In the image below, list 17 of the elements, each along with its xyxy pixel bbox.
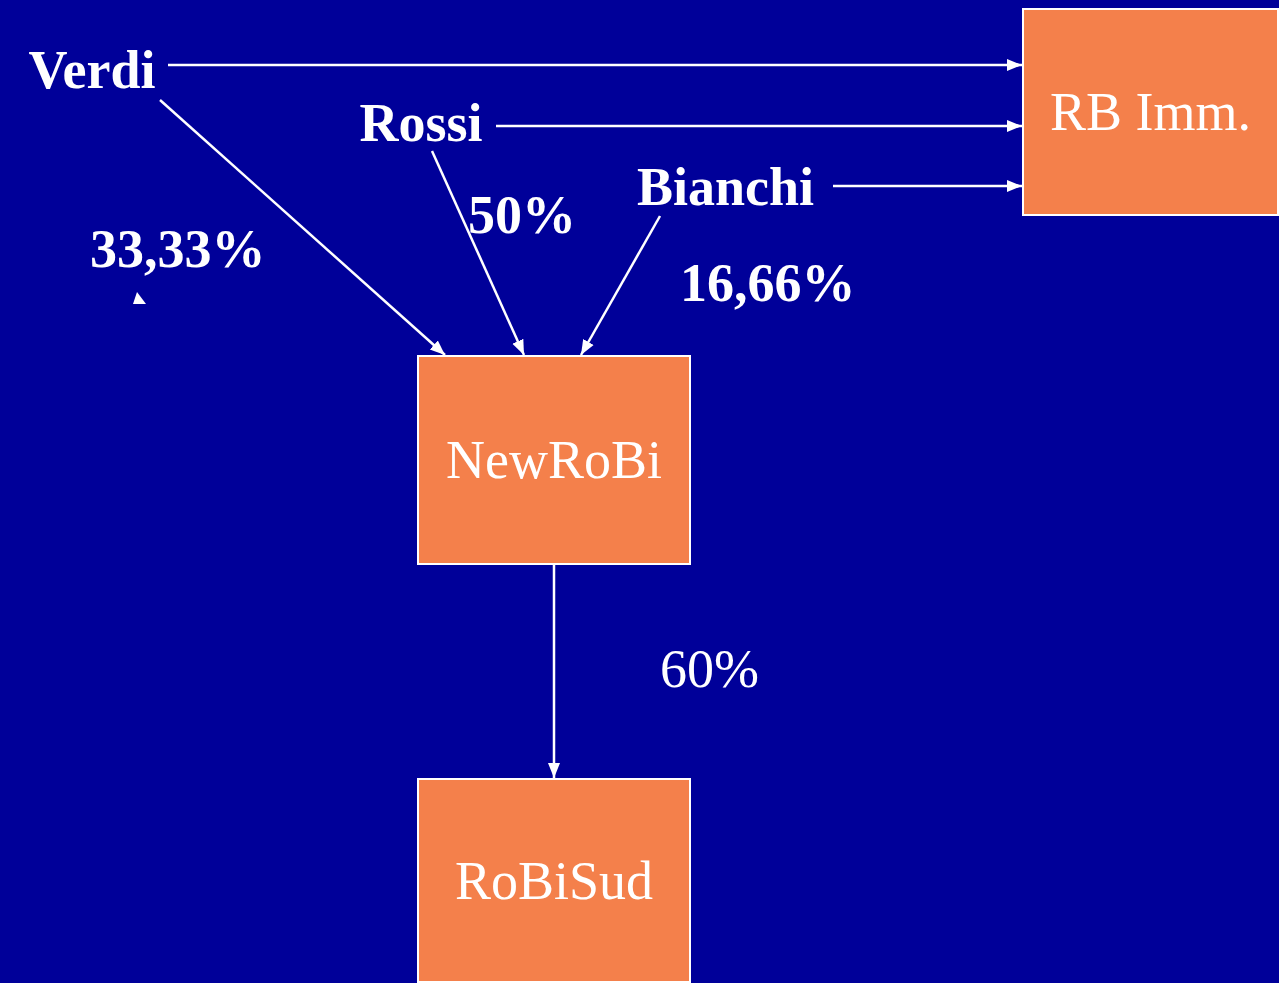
arrow <box>496 120 1022 132</box>
company-box: RoBiSud <box>417 778 691 983</box>
arrow <box>168 59 1022 71</box>
arrow <box>579 215 662 356</box>
edge-label: 50% <box>468 188 576 242</box>
edge-label: 16,66% <box>680 256 856 310</box>
shareholder-name: Bianchi <box>636 160 815 214</box>
edge-label: 60% <box>660 642 759 696</box>
shareholder-name: Rossi <box>359 96 483 150</box>
arrow <box>548 565 560 778</box>
shareholder-name: Verdi <box>28 43 156 97</box>
arrow <box>833 180 1022 192</box>
company-box: NewRoBi <box>417 355 691 565</box>
company-box: RB Imm. <box>1022 8 1279 216</box>
arrow <box>159 99 446 356</box>
edge-label: 33,33% <box>90 222 266 276</box>
arrow <box>430 150 526 356</box>
